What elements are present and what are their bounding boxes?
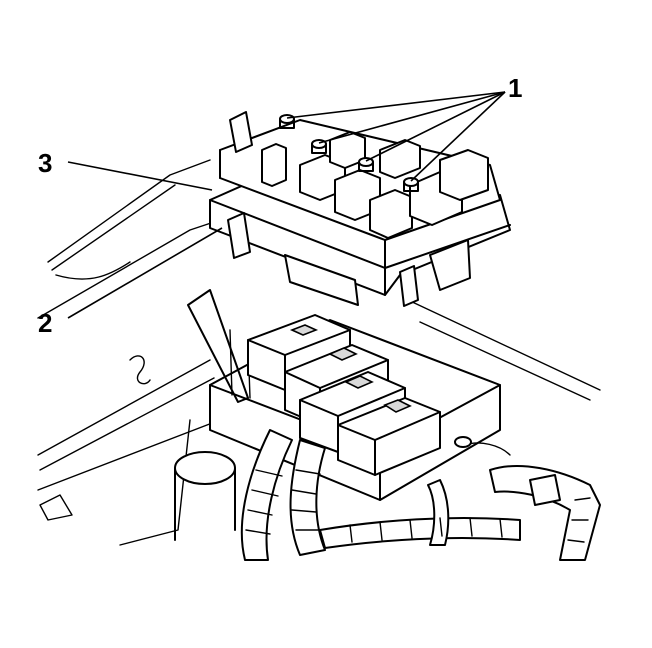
wiring-harness (174, 429, 601, 561)
callout-1-label: 1 (508, 73, 523, 103)
body-panel (37, 159, 601, 546)
lower-relays (247, 314, 441, 476)
upper-relays (261, 131, 489, 239)
fuse-block-bolts (279, 114, 419, 192)
callout-3-label: 3 (38, 148, 53, 178)
leader-lines (67, 91, 506, 319)
callout-2-label: 2 (38, 308, 53, 338)
